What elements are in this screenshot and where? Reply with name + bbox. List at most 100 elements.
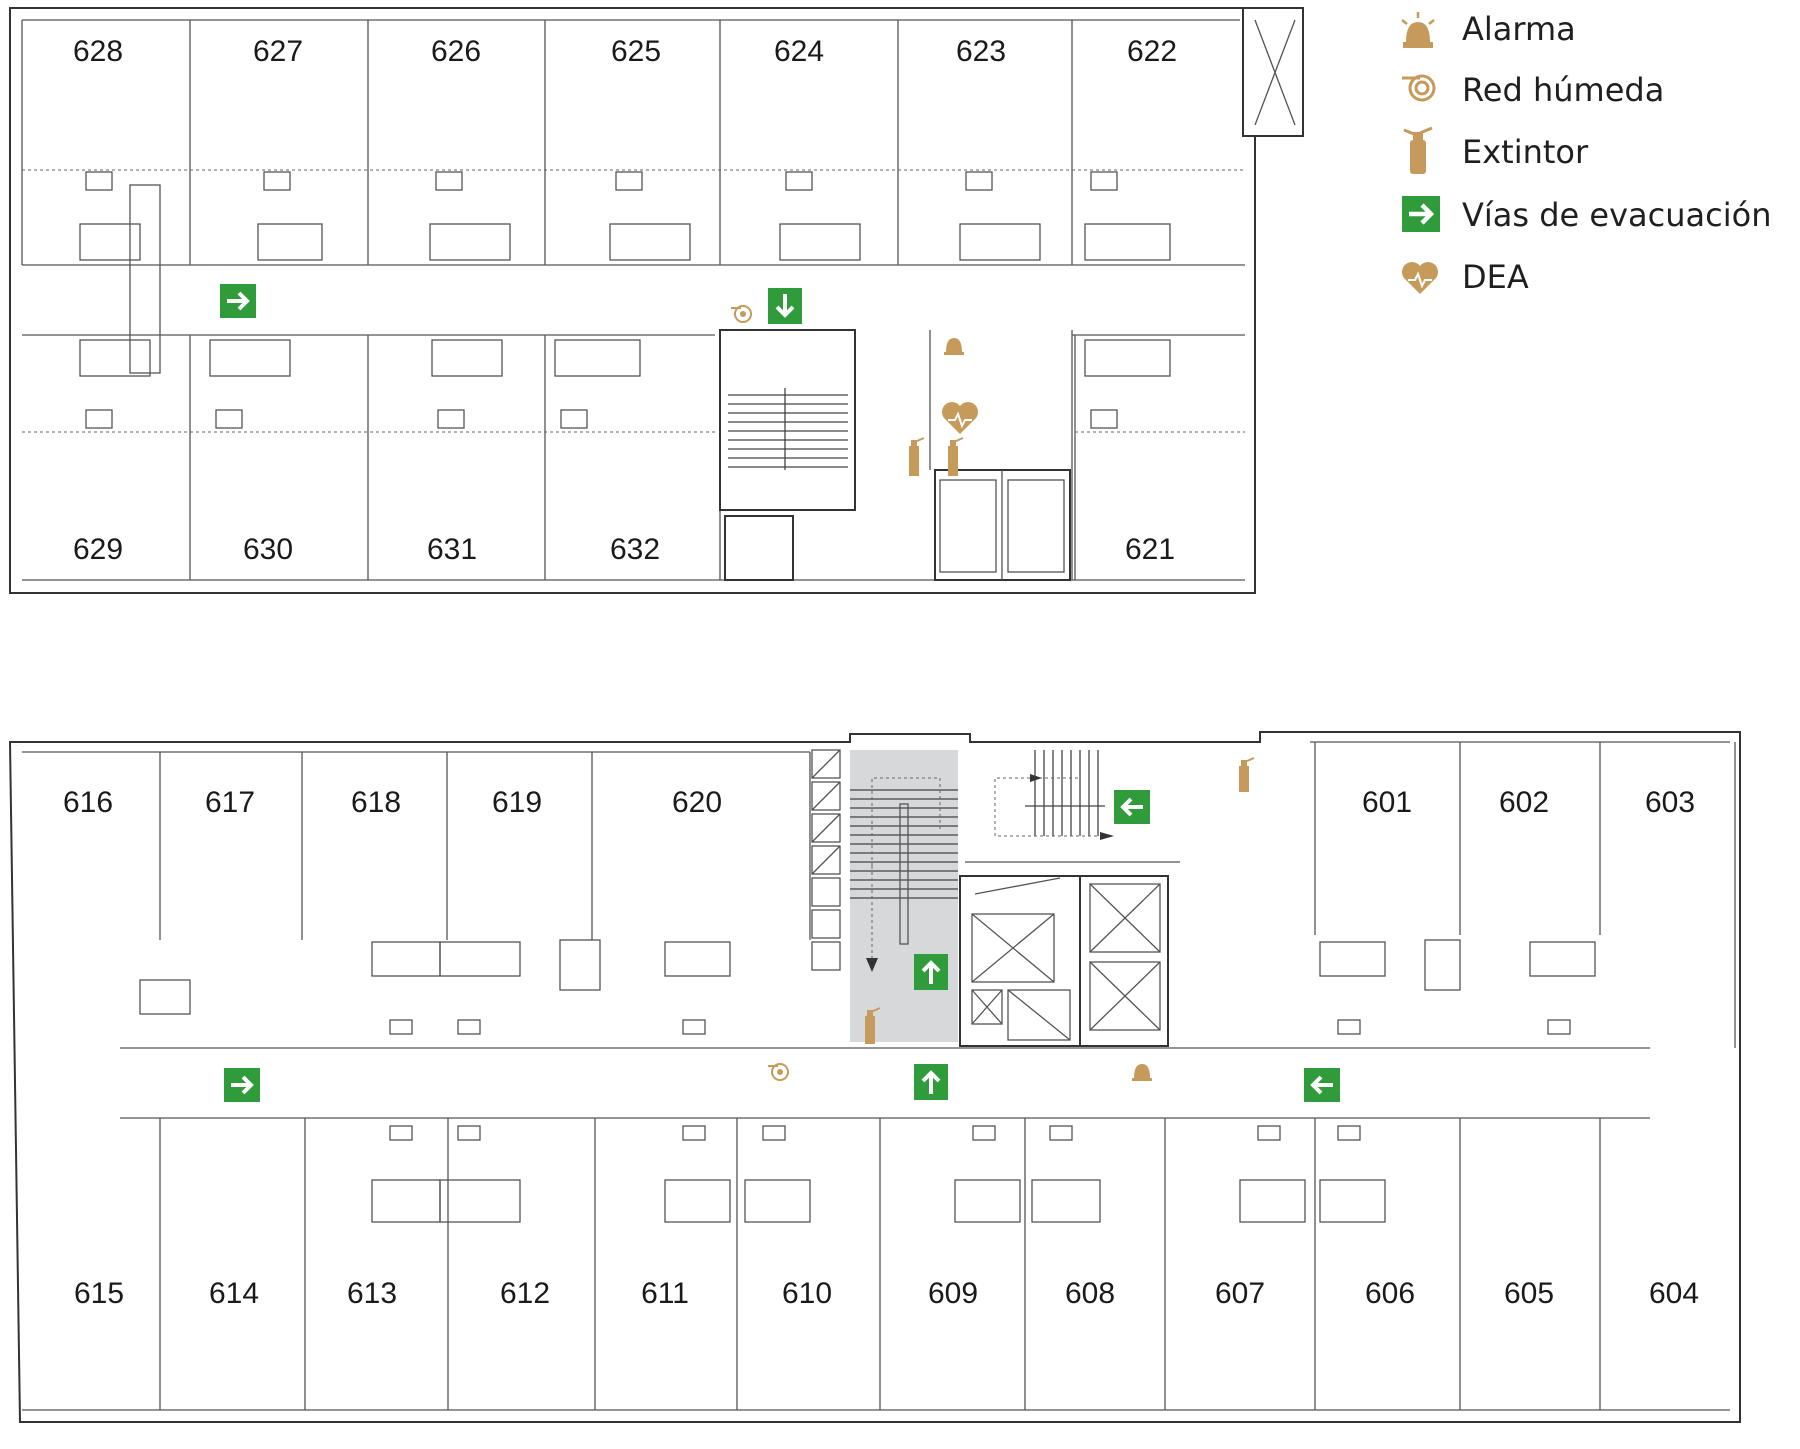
bathroom-fixture (79, 223, 141, 261)
room-607: 607 (1215, 1277, 1265, 1310)
room-630: 630 (243, 533, 293, 566)
bathroom-fixture (1319, 1179, 1386, 1223)
room-606: 606 (1365, 1277, 1415, 1310)
shaft-box (811, 781, 841, 811)
room-613: 613 (347, 1277, 397, 1310)
bathroom-fixture (79, 339, 151, 377)
sink (85, 409, 113, 429)
legend-label-hose: Red húmeda (1462, 71, 1664, 109)
lower-elevators (959, 875, 1169, 1047)
evacuation-arrow-icon (1402, 196, 1440, 232)
legend-label-dea: DEA (1462, 258, 1529, 296)
room-617: 617 (205, 786, 255, 819)
aed-heart-icon (1402, 262, 1438, 294)
shaft-box (811, 909, 841, 939)
bathroom-fixture (1084, 223, 1171, 261)
toilet (389, 1019, 413, 1035)
closet (129, 184, 161, 374)
room-631: 631 (427, 533, 477, 566)
room-616: 616 (63, 786, 113, 819)
bathroom-fixture (954, 1179, 1021, 1223)
legend: Alarma Red húmeda Extintor Vías de evacu… (1401, 10, 1771, 296)
room-605: 605 (1504, 1277, 1554, 1310)
shaft-box (811, 813, 841, 843)
shaft-diag (811, 749, 841, 779)
extinguisher-icon (1239, 757, 1255, 792)
extinguisher-icon (1403, 126, 1433, 174)
lower-room-labels: 616 617 618 619 620 601 602 603 615 614 … (63, 786, 1699, 1310)
room-610: 610 (782, 1277, 832, 1310)
legend-label-evacuation: Vías de evacuación (1462, 196, 1771, 234)
shaft-box (811, 845, 841, 875)
evacuation-arrow-icon (224, 1068, 260, 1102)
bathroom-fixture (1084, 339, 1171, 377)
extinguisher-icon (865, 1007, 881, 1044)
room-622: 622 (1127, 35, 1177, 68)
evacuation-arrow-icon (768, 288, 802, 324)
shaft-box (811, 877, 841, 907)
bathroom-fixture (779, 223, 861, 261)
aed-heart-icon (942, 402, 978, 434)
upper-floor-plan (9, 7, 1304, 594)
shaft-box (811, 941, 841, 971)
shaft-diag (811, 781, 841, 811)
toilet (1049, 1125, 1073, 1141)
room-629: 629 (73, 533, 123, 566)
room-602: 602 (1499, 786, 1549, 819)
toilet (972, 1125, 996, 1141)
alarm-icon (944, 338, 964, 355)
bathroom-fixture (664, 941, 731, 977)
room-619: 619 (492, 786, 542, 819)
extinguisher-icon (948, 437, 964, 476)
bathroom-fixture (257, 223, 323, 261)
toilet (457, 1125, 481, 1141)
sink (560, 409, 588, 429)
sink (85, 171, 113, 191)
upper-stair-core (719, 329, 856, 511)
lower-building-outline (8, 731, 1741, 1423)
lower-symbols (224, 757, 1340, 1102)
sink (215, 409, 243, 429)
bathroom-fixture (1239, 1179, 1306, 1223)
closet (559, 939, 601, 991)
room-618: 618 (351, 786, 401, 819)
sink (965, 171, 993, 191)
bathroom-fixture (429, 223, 511, 261)
toilet (457, 1019, 481, 1035)
evacuation-arrow-icon (914, 1064, 948, 1100)
sink (435, 171, 463, 191)
bathroom-fixture (1529, 941, 1596, 977)
central-stair (850, 750, 958, 1042)
room-612: 612 (500, 1277, 550, 1310)
evacuation-arrow-icon (1304, 1068, 1340, 1102)
bathroom-fixture (1031, 1179, 1101, 1223)
lower-floor-plan (8, 184, 1741, 1423)
room-620: 620 (672, 786, 722, 819)
room-604: 604 (1649, 1277, 1699, 1310)
shaft-diag (811, 845, 841, 875)
room-601: 601 (1362, 786, 1412, 819)
room-626: 626 (431, 35, 481, 68)
upper-room-labels: 628 627 626 625 624 623 622 629 630 631 … (73, 35, 1177, 566)
room-621: 621 (1125, 533, 1175, 566)
toilet (682, 1125, 706, 1141)
toilet (1257, 1125, 1281, 1141)
room-615: 615 (74, 1277, 124, 1310)
bathroom-fixture (959, 223, 1041, 261)
hose-reel-icon (1402, 74, 1436, 102)
room-625: 625 (611, 35, 661, 68)
evacuation-arrow-icon (220, 284, 256, 318)
hose-reel-icon (768, 1063, 789, 1081)
room-624: 624 (774, 35, 824, 68)
room-608: 608 (1065, 1277, 1115, 1310)
toilet (762, 1125, 786, 1141)
bathroom-fixture (609, 223, 691, 261)
room-628: 628 (73, 35, 123, 68)
extinguisher-icon (909, 437, 925, 476)
bathroom-fixture (431, 339, 503, 377)
hose-reel-icon (731, 305, 752, 323)
alarm-icon (1401, 12, 1435, 48)
room-623: 623 (956, 35, 1006, 68)
bathroom-fixture (744, 1179, 811, 1223)
